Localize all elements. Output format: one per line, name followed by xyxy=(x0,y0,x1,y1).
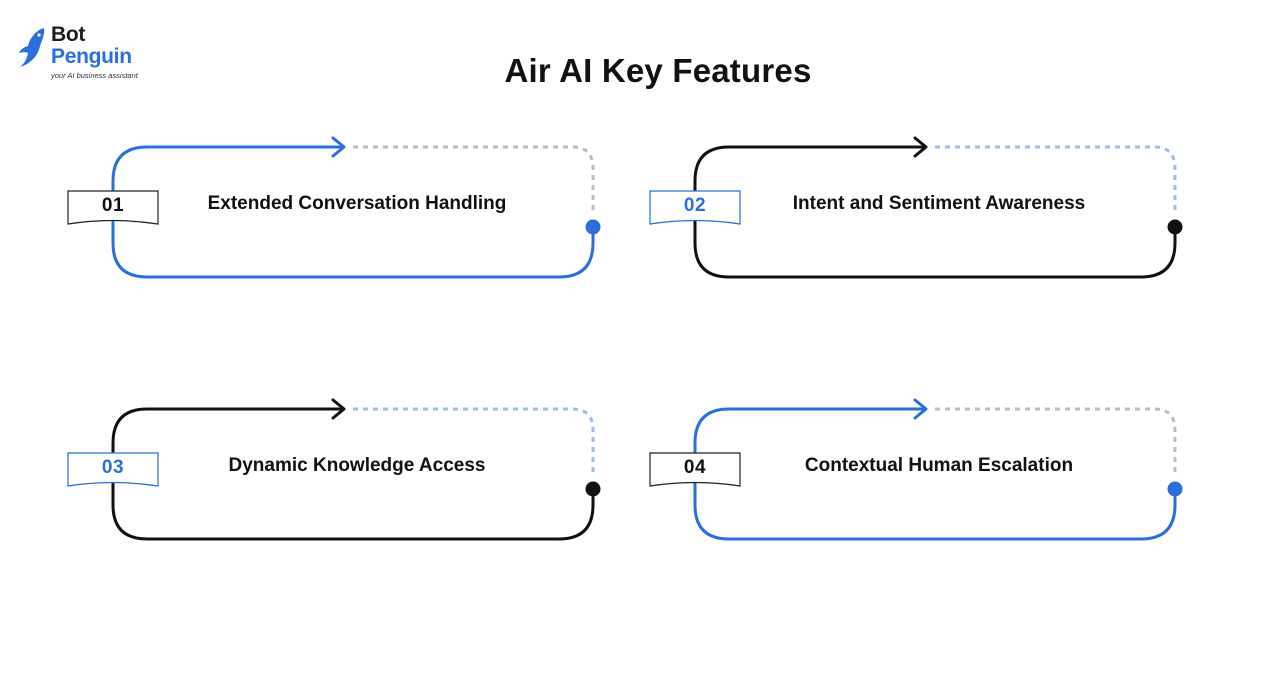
feature-number-badge: 01 xyxy=(67,190,159,225)
frame-solid-line xyxy=(111,407,595,541)
frame-dashed-line xyxy=(353,407,595,477)
feature-card-03: 03 Dynamic Knowledge Access xyxy=(67,392,627,552)
arrow-head-icon xyxy=(331,398,346,420)
feature-label: Contextual Human Escalation xyxy=(804,455,1074,476)
end-dot-icon xyxy=(1167,481,1183,497)
brand-logo: Bot Penguin your AI business assistant xyxy=(18,24,148,84)
card-frame xyxy=(111,398,601,541)
frame-solid-line xyxy=(693,407,1177,541)
frame-dashed-line xyxy=(935,145,1177,215)
feature-number: 04 xyxy=(683,457,707,478)
frame-dashed-line xyxy=(353,145,595,215)
feature-number: 01 xyxy=(101,195,125,216)
logo-tagline: your AI business assistant xyxy=(51,71,138,80)
frame-dashed-line xyxy=(935,407,1177,477)
logo-text-bot: Bot xyxy=(51,23,86,46)
badge-ribbon-shape xyxy=(649,452,741,487)
feature-number-badge: 04 xyxy=(649,452,741,487)
end-dot-icon xyxy=(1167,219,1183,235)
feature-card-02: 02 Intent and Sentiment Awareness xyxy=(649,130,1209,290)
feature-label: Dynamic Knowledge Access xyxy=(228,455,486,476)
badge-ribbon-shape xyxy=(67,190,159,225)
arrow-head-icon xyxy=(913,398,928,420)
frame-solid-line xyxy=(693,145,1177,279)
feature-card-04: 04 Contextual Human Escalation xyxy=(649,392,1209,552)
badge-ribbon-shape xyxy=(649,190,741,225)
feature-number-badge: 02 xyxy=(649,190,741,225)
badge-ribbon-shape xyxy=(67,452,159,487)
end-dot-icon xyxy=(585,481,601,497)
arrow-head-icon xyxy=(913,136,928,158)
frame-solid-line xyxy=(111,145,595,279)
page-title: Air AI Key Features xyxy=(504,52,812,89)
feature-label: Extended Conversation Handling xyxy=(207,193,507,214)
feature-number-badge: 03 xyxy=(67,452,159,487)
card-frame xyxy=(111,136,601,279)
feature-label: Intent and Sentiment Awareness xyxy=(792,193,1086,214)
arrow-head-icon xyxy=(331,136,346,158)
logo-text-penguin: Penguin xyxy=(51,45,132,68)
feature-card-01: 01 Extended Conversation Handling xyxy=(67,130,627,290)
feature-number: 02 xyxy=(683,195,707,216)
penguin-logo-icon xyxy=(19,28,45,67)
card-frame xyxy=(693,398,1183,541)
card-frame xyxy=(693,136,1183,279)
feature-number: 03 xyxy=(101,457,125,478)
end-dot-icon xyxy=(585,219,601,235)
